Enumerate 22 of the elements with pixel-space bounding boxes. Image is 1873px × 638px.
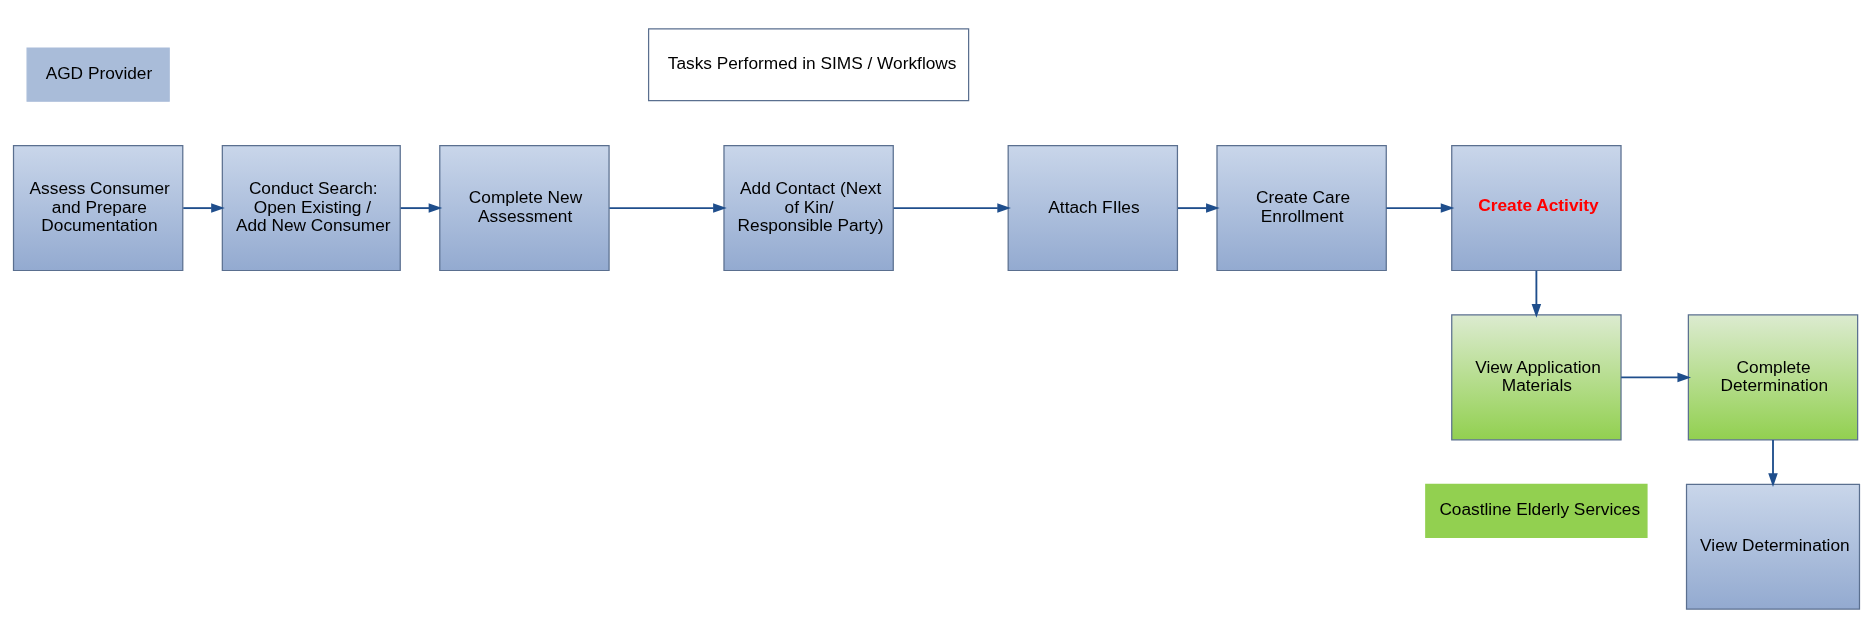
node-box: View Determination	[1685, 483, 1861, 610]
arrow	[399, 203, 443, 213]
arrow	[1531, 269, 1542, 318]
arrow	[1385, 203, 1455, 213]
node-box: Conduct Search: Open Existing / Add New Consumer	[221, 145, 401, 272]
node-box: Assess Consumer and Prepare Documentation	[12, 145, 184, 272]
node-box: Create Care Enrollment	[1216, 145, 1387, 272]
arrow	[1620, 372, 1692, 383]
node-box: View Application Materials	[1451, 314, 1622, 441]
arrow	[608, 203, 727, 213]
node-box: Add Contact (Next of Kin/ Responsible Party)	[723, 145, 894, 272]
node-box: Tasks Performed in SIMS / Workflows	[648, 28, 970, 102]
legend-label: AGD Provider	[45, 63, 153, 84]
legend-label: Coastline Elderly Services	[1439, 499, 1641, 520]
arrow	[182, 203, 225, 213]
arrow	[1177, 203, 1220, 213]
arrow	[1768, 439, 1778, 487]
node-box: Create Activity	[1451, 145, 1622, 272]
arrow	[892, 203, 1011, 213]
node-box: Attach FIles	[1007, 145, 1179, 272]
node-box: Complete Determination	[1687, 314, 1859, 441]
node-box: Complete New Assessment	[439, 145, 610, 272]
